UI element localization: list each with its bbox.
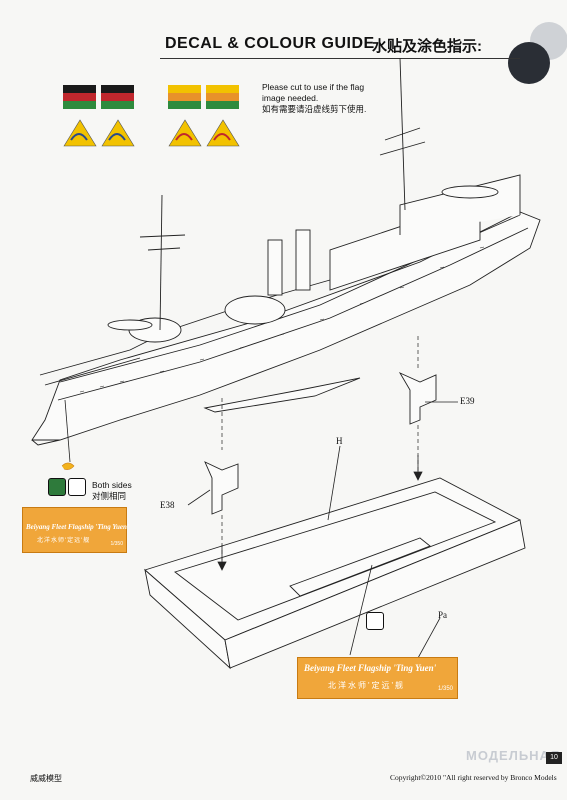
- page-number: 10: [546, 752, 562, 764]
- part-label-e38: E38: [160, 500, 175, 510]
- decal-apply-icon: [366, 612, 384, 630]
- flag-note-line2: image needed.: [262, 93, 319, 103]
- part-label-h: H: [336, 436, 343, 446]
- watermark: МОДЕЛЬНАЯ: [466, 748, 561, 763]
- flag-yellow-right: [206, 85, 239, 109]
- page-title: DECAL & COLOUR GUIDE: [165, 35, 375, 52]
- page-title-cn: 水贴及涂色指示:: [372, 38, 482, 55]
- nameplate-decal-small: Beiyang Fleet Flagship 'Ting Yuen' 北洋水师'…: [22, 507, 129, 553]
- nameplate-decal-large: Beiyang Fleet Flagship 'Ting Yuen' 北洋水师'…: [297, 657, 458, 699]
- decal-large-scale: 1/350: [437, 686, 453, 692]
- flag-note-cn: 如有需要请沿虚线剪下使用.: [262, 104, 367, 114]
- decal-large-name: Beiyang Fleet Flagship 'Ting Yuen': [304, 663, 437, 673]
- flag-cut-note: Please cut to use if the flag image need…: [262, 82, 366, 115]
- header-decor-circle-dark: [508, 42, 550, 84]
- dragon-flags-icon: [63, 119, 240, 147]
- footer-brand: 威威模型: [30, 774, 62, 783]
- decal-small-scale: 1/350: [110, 541, 123, 547]
- both-sides-en: Both sides: [92, 480, 132, 490]
- footer-copyright: Copyright©2010 "All right reserved by Br…: [390, 773, 557, 782]
- decal-number-icon: [68, 478, 86, 496]
- ship-drawing: [31, 57, 541, 670]
- flag-yellow-left: [168, 85, 201, 109]
- flag-green-red-right: [101, 85, 134, 109]
- flag-note-line1: Please cut to use if the flag: [262, 82, 365, 92]
- flag-green-red-left: [63, 85, 96, 109]
- both-sides-cn: 对侧相同: [92, 491, 127, 501]
- part-label-e39: E39: [460, 396, 475, 406]
- decal-small-name: Beiyang Fleet Flagship 'Ting Yuen': [26, 523, 129, 531]
- both-sides-note: Both sides 对侧相同: [92, 480, 132, 502]
- decal-small-name-cn: 北洋水师'定远'舰: [37, 538, 91, 544]
- paint-green-icon: [48, 478, 66, 496]
- part-label-pa: Pa: [438, 610, 447, 620]
- decal-large-name-cn: 北洋水师'定远'舰: [328, 681, 406, 690]
- header-rule: [160, 58, 520, 59]
